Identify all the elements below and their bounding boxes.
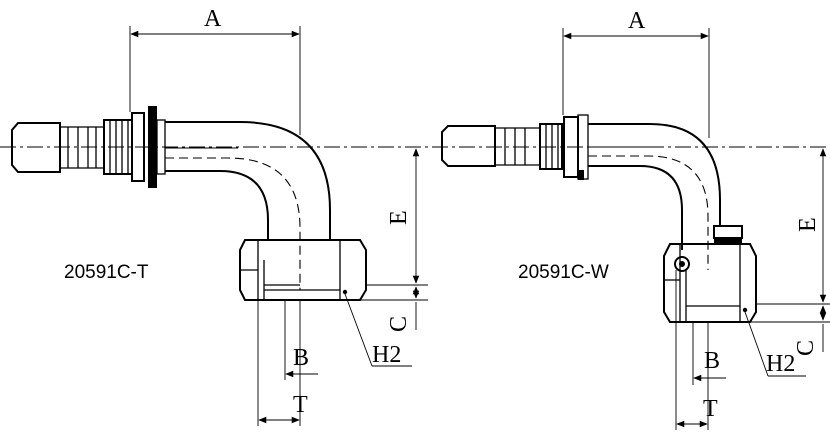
- dimension-b-2: B: [692, 322, 726, 385]
- dimension-c: C: [300, 286, 428, 332]
- dimension-c-2: C: [708, 305, 830, 356]
- dimension-t: T: [257, 300, 308, 426]
- part-code-20591c-t: 20591C-T: [64, 262, 149, 283]
- part-code-20591c-w: 20591C-W: [518, 262, 609, 283]
- washer: [131, 106, 166, 188]
- label-h2: H2: [372, 342, 401, 368]
- label-t: T: [293, 392, 308, 418]
- fitting-20591c-t: A E C B T: [0, 6, 430, 426]
- thread-collar-2: [539, 114, 589, 180]
- dimension-t-2: T: [675, 270, 718, 430]
- elbow-body-2: [588, 123, 721, 270]
- label-b: B: [293, 345, 309, 371]
- label-a: A: [204, 6, 222, 32]
- swivel-nut-2: [663, 243, 757, 323]
- label-e: E: [386, 210, 412, 225]
- elbow-body: [165, 121, 331, 290]
- leader-h2: H2: [344, 293, 412, 368]
- label-b-2: B: [704, 348, 720, 374]
- dimension-e: E: [366, 148, 428, 286]
- hose-tail-2: [441, 125, 541, 167]
- dimension-a: A: [129, 6, 301, 135]
- swivel-nut: [239, 239, 367, 301]
- label-e-2: E: [795, 217, 821, 232]
- label-c: C: [386, 316, 412, 332]
- dimension-e-2: E: [756, 148, 830, 305]
- label-a-2: A: [628, 8, 646, 34]
- dimension-a-2: A: [562, 8, 710, 138]
- leader-h2-2: H2: [744, 311, 806, 377]
- hose-tail: [11, 122, 105, 173]
- dimension-b: B: [284, 300, 318, 380]
- label-t-2: T: [703, 396, 718, 422]
- retaining-ring: [713, 225, 743, 243]
- label-c-2: C: [793, 340, 819, 356]
- label-h2-2: H2: [766, 351, 795, 377]
- fitting-20591c-w: A E C B T: [432, 8, 830, 430]
